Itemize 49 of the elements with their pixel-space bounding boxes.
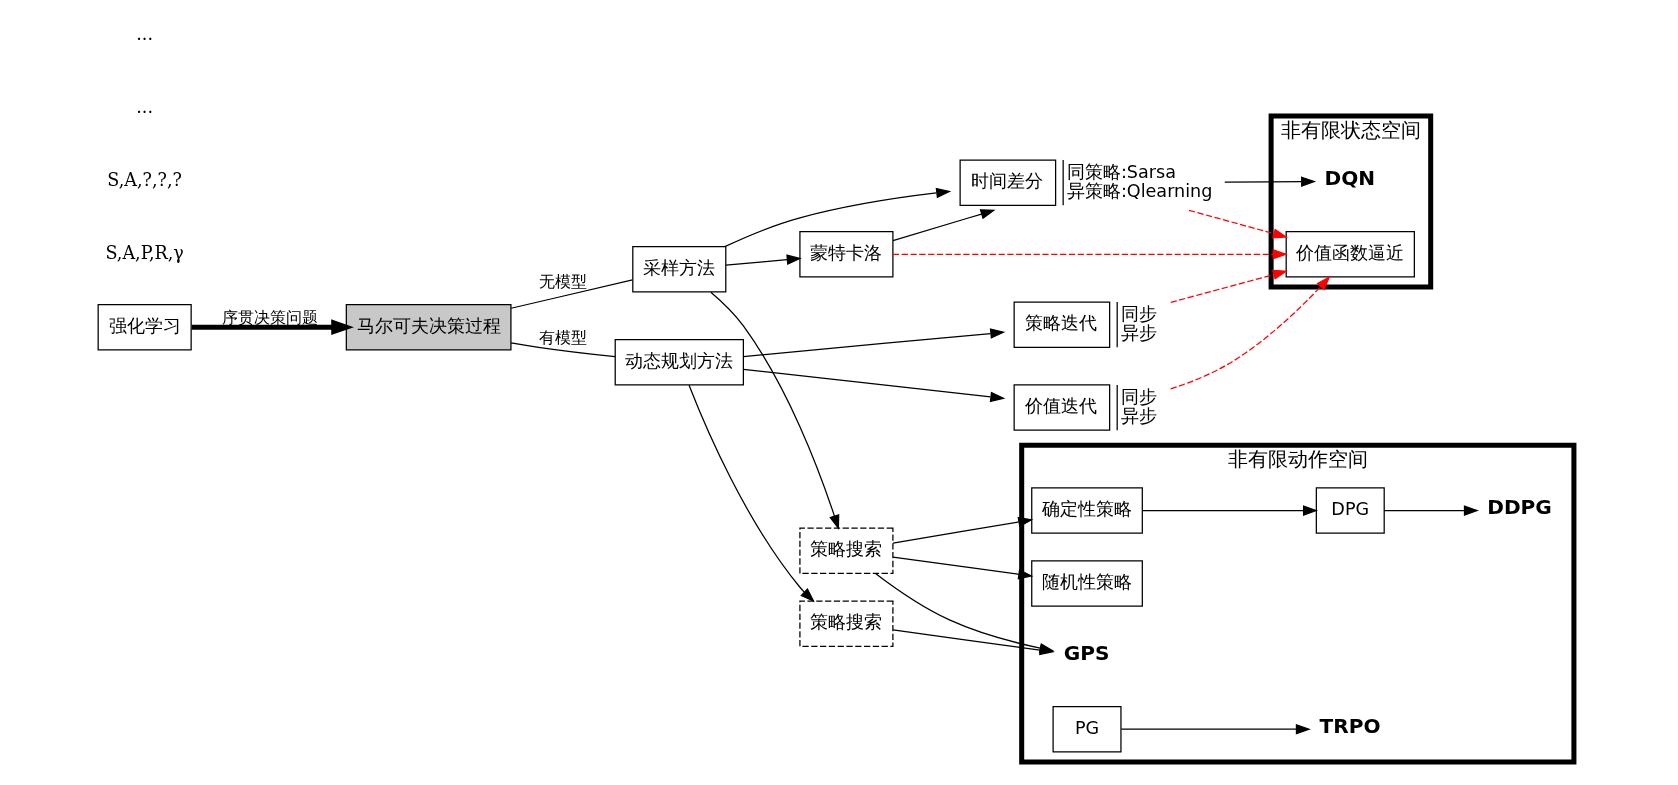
node-box: 采样方法 — [631, 246, 726, 293]
connector — [509, 342, 616, 358]
arrow — [723, 187, 951, 248]
node-text: DQN — [1324, 165, 1375, 190]
node-label: 异步 — [1120, 405, 1157, 426]
edge-label: 序贯决策问题 — [221, 307, 318, 327]
edge-label: 有模型 — [538, 327, 587, 347]
label: S,A,P,R,γ — [104, 242, 184, 263]
arrow — [1383, 505, 1479, 516]
arrow — [1169, 269, 1288, 303]
arrow — [742, 328, 1005, 358]
node-label: 同策略:Sarsa — [1066, 161, 1176, 182]
node-text: GPS — [1063, 640, 1109, 665]
edge-label: 无模型 — [538, 272, 587, 292]
node-label: 异策略:Qlearning — [1066, 180, 1212, 201]
arrow — [724, 254, 802, 266]
arrow — [1169, 275, 1331, 390]
node-box: 动态规划方法 — [614, 339, 744, 386]
node-box: DPG — [1315, 487, 1385, 534]
arrow — [1141, 505, 1318, 516]
node-box: 随机性策略 — [1030, 560, 1143, 607]
node-label: 异步 — [1120, 322, 1157, 343]
arrow — [891, 249, 1288, 260]
node-box: 确定性策略 — [1030, 487, 1143, 534]
arrow — [191, 319, 354, 336]
label: ... — [135, 97, 153, 118]
arrow — [1187, 209, 1288, 239]
arrow — [687, 384, 815, 603]
arrow — [1223, 176, 1316, 187]
connector — [510, 279, 633, 309]
node-box: 马尔可夫决策过程 — [345, 303, 512, 351]
node-box: 蒙特卡洛 — [798, 231, 894, 278]
label: ... — [135, 24, 153, 45]
label: S,A,?,?,? — [106, 170, 182, 191]
node-box: 策略搜索 — [798, 527, 894, 575]
node-box: 强化学习 — [97, 303, 192, 351]
node-box: 策略搜索 — [798, 600, 894, 647]
arrow — [709, 291, 839, 530]
arrow — [891, 556, 1033, 580]
node-box: 价值函数逼近 — [1285, 231, 1415, 278]
node-text: DDPG — [1486, 495, 1552, 520]
node-text: TRPO — [1318, 713, 1380, 738]
node-label: 同步 — [1120, 386, 1157, 407]
node-label: 同步 — [1120, 303, 1157, 324]
arrow — [891, 516, 1033, 544]
node-box: PG — [1051, 706, 1122, 753]
arrow — [1120, 723, 1311, 735]
arrow — [742, 368, 1005, 403]
arrow — [891, 209, 996, 242]
